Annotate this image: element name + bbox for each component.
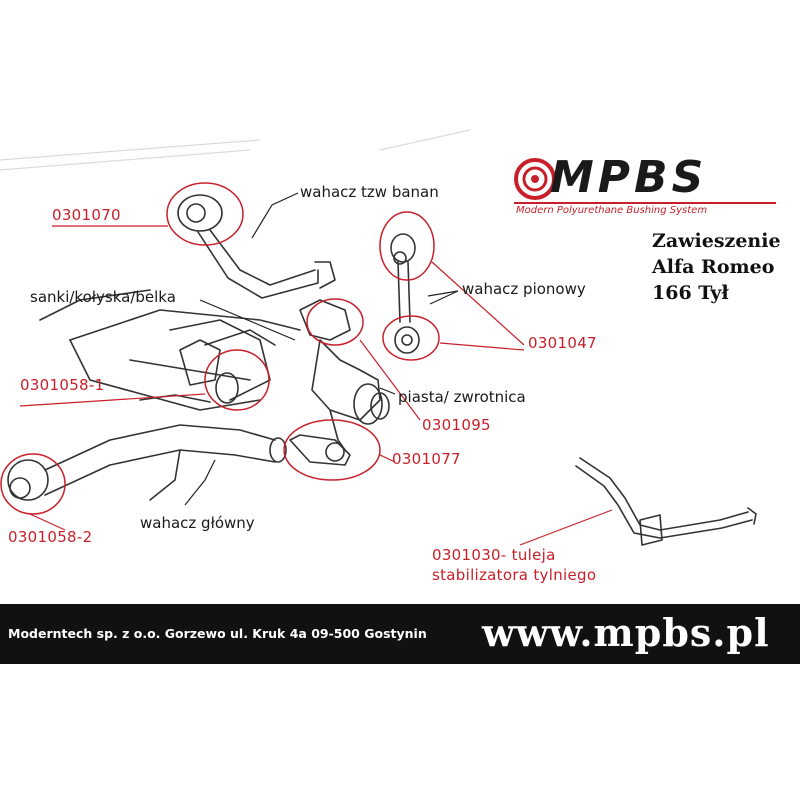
leader-cradle [199,299,296,341]
circle-0301058-1 [204,349,270,411]
label-hub: piasta/ zwrotnica [398,388,526,406]
code-0301058-2: 0301058-2 [8,528,93,546]
code-0301070: 0301070 [52,206,121,224]
leader-0301058-2 [29,513,66,531]
stabilizer-bar-drawing [575,457,757,546]
label-stabilizer: stabilizatora tylniego [432,566,597,584]
leader-banan [251,192,299,239]
circle-hub-upper [306,298,364,346]
label-cradle: sanki/kołyska/belka [30,288,176,306]
code-0301030: 0301030- tuleja [432,546,556,564]
leader-main [184,459,216,506]
title-line-2: Alfa Romeo [652,256,775,278]
leader-0301047-b [439,342,525,351]
label-vertical: wahacz pionowy [462,280,586,298]
footer-address: Moderntech sp. z o.o. Gorzewo ul. Kruk 4… [8,626,427,641]
leader-0301077 [379,454,396,463]
code-0301047: 0301047 [528,334,597,352]
mpbs-logo: MPBS Modern Polyurethane Bushing System [512,150,782,222]
leader-vertical-1 [427,290,459,297]
logo-brand-text: MPBS [550,152,708,203]
frame-lines [0,129,471,171]
footer-url[interactable]: www.mpbs.pl [482,610,770,655]
title-line-3: 166 Tył [652,282,729,304]
hub-drawing [289,299,390,466]
vertical-link-drawing [390,233,420,354]
leader-vertical-2 [429,290,459,305]
leader-0301095 [359,339,421,421]
code-0301095: 0301095 [422,416,491,434]
title-line-1: Zawieszenie [652,230,781,252]
circle-0301077 [283,419,381,481]
label-banan: wahacz tzw banan [300,183,439,201]
logo-swirl-icon [514,158,556,200]
logo-underline [514,202,776,204]
circle-vertical-bottom [382,315,440,361]
circle-0301058-2 [0,453,66,515]
circle-vertical-top [379,211,435,281]
leader-0301058-1 [19,393,206,407]
footer-bar: Moderntech sp. z o.o. Gorzewo ul. Kruk 4… [0,604,800,664]
code-0301077: 0301077 [392,450,461,468]
circle-0301070 [166,182,244,246]
leader-0301030 [519,509,613,546]
leader-0301047-a [431,261,525,346]
code-0301058-1: 0301058-1 [20,376,105,394]
label-main: wahacz główny [140,514,255,532]
subframe-drawing [39,289,301,411]
leader-hub [379,387,396,395]
banana-arm-drawing [177,194,336,299]
main-arm-drawing [7,424,287,501]
logo-tagline: Modern Polyurethane Bushing System [516,205,708,216]
